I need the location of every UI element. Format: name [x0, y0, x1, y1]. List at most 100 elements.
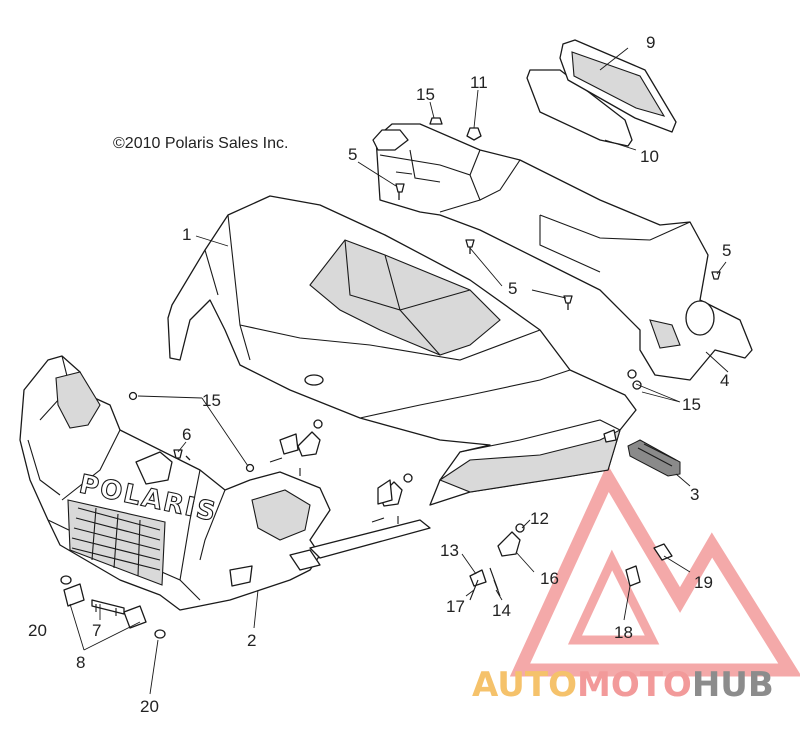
callout-12: 12: [530, 509, 549, 528]
hood-crease-front: [359, 369, 571, 419]
leader-5-bc: [469, 247, 567, 299]
bolt-7-a: [91, 599, 125, 615]
callout-5-b: 5: [508, 279, 517, 298]
leader-19: [663, 555, 691, 573]
screw-5-d: [711, 271, 721, 280]
leader-1: [195, 235, 229, 247]
fastener-15-right-a: [627, 369, 637, 379]
callout-10: 10: [640, 147, 659, 166]
callout-18: 18: [614, 623, 633, 642]
connector-3-ribs: [637, 443, 677, 467]
callout-19: 19: [694, 573, 713, 592]
callout-20-a: 20: [28, 621, 47, 640]
part-lens-gasket: [526, 39, 677, 147]
bracket-left: [279, 433, 299, 455]
watermark-logo: [509, 463, 800, 677]
nut-11: [466, 127, 482, 141]
fascia-right-headlight: [251, 489, 311, 541]
leader-9: [599, 47, 629, 71]
fascia-left-panel: [61, 429, 121, 501]
callout-labels: 9 10 11 15 5 5 5 1 4 15 3 15 6 2 7 20 8 …: [28, 33, 731, 716]
leader-14: [495, 589, 503, 601]
watermark-text: AUTOMOTOHUB: [472, 665, 774, 705]
screw-5-a: [395, 183, 405, 200]
callout-8: 8: [76, 653, 85, 672]
callout-15-top: 15: [416, 85, 435, 104]
screw-5-c: [563, 295, 573, 310]
leader-10: [604, 139, 637, 151]
leader-lines: [69, 47, 729, 695]
part-crossbar: [269, 419, 525, 559]
fascia-grille-mesh: [71, 507, 161, 577]
leader-20-b: [149, 639, 159, 695]
part-hood: [167, 195, 637, 506]
bumper-16: [497, 531, 521, 557]
hood-crease-left-2: [204, 249, 219, 296]
leader-18: [623, 585, 631, 621]
plate-18: [625, 565, 641, 587]
callout-13: 13: [440, 541, 459, 560]
callout-3: 3: [690, 485, 699, 504]
callout-15-right: 15: [682, 395, 701, 414]
leader-5-d: [716, 261, 727, 275]
dash-gauge-opening: [685, 300, 715, 336]
leader-13: [461, 553, 477, 575]
small-pins: [269, 457, 399, 524]
nut-20-a: [60, 575, 72, 585]
hood-scoop-lines: [344, 239, 471, 356]
fastener-top-left: [313, 419, 323, 429]
parts-lower-left: [60, 575, 166, 639]
callout-1: 1: [182, 225, 191, 244]
callout-11: 11: [470, 73, 488, 92]
leader-2: [253, 589, 259, 629]
hood-crease-mid: [239, 324, 541, 361]
fascia-grille: [67, 499, 166, 586]
clip-13: [469, 569, 487, 587]
fascia-bracket: [289, 549, 321, 571]
gasket-10: [526, 69, 633, 147]
leader-15-left: [137, 395, 249, 467]
parts-lower-right: [469, 543, 673, 601]
callout-2: 2: [247, 631, 256, 650]
callout-9: 9: [646, 33, 655, 52]
part-connector: [627, 439, 681, 477]
dash-ridge-2: [539, 214, 691, 273]
bushing-8-b: [123, 605, 147, 629]
leader-8: [69, 603, 141, 651]
leader-15-top: [429, 101, 435, 119]
copyright-text: ©2010 Polaris Sales Inc.: [113, 135, 288, 152]
screw-6: [173, 449, 191, 461]
bumper-left-upper: [297, 431, 321, 457]
callout-6: 6: [182, 425, 191, 444]
fascia-left-vents: [27, 439, 61, 496]
crossbar-rod: [309, 519, 431, 559]
part-dash-console: [372, 123, 753, 381]
leader-12: [521, 519, 531, 529]
callout-17: 17: [446, 597, 465, 616]
dash-switch-panel: [649, 319, 681, 349]
leader-15-right: [635, 383, 681, 403]
bushing-8-a: [63, 583, 85, 607]
watermark-auto: AUTO: [472, 665, 577, 705]
part-front-fascia: POLARIS: [19, 355, 331, 611]
bolt-19: [653, 543, 673, 561]
fascia-right-panel: [179, 469, 226, 581]
bolt-7-threads: [95, 604, 117, 616]
hood-edge-line: [459, 419, 621, 453]
leader-16: [515, 551, 535, 573]
fastener-15-top: [429, 117, 443, 125]
hood-clip: [603, 429, 617, 443]
leader-4: [705, 351, 729, 373]
bracket-right: [377, 479, 393, 505]
callout-5-d: 5: [722, 241, 731, 260]
fascia-fog-vent: [229, 565, 253, 587]
nut-12: [515, 523, 525, 533]
dash-hook: [372, 129, 409, 151]
callout-16: 16: [540, 569, 559, 588]
watermark-triangle-inner: [567, 549, 660, 645]
watermark-triangle-outer: [509, 463, 800, 677]
nut-20-b: [154, 629, 166, 639]
callout-4: 4: [720, 371, 729, 390]
